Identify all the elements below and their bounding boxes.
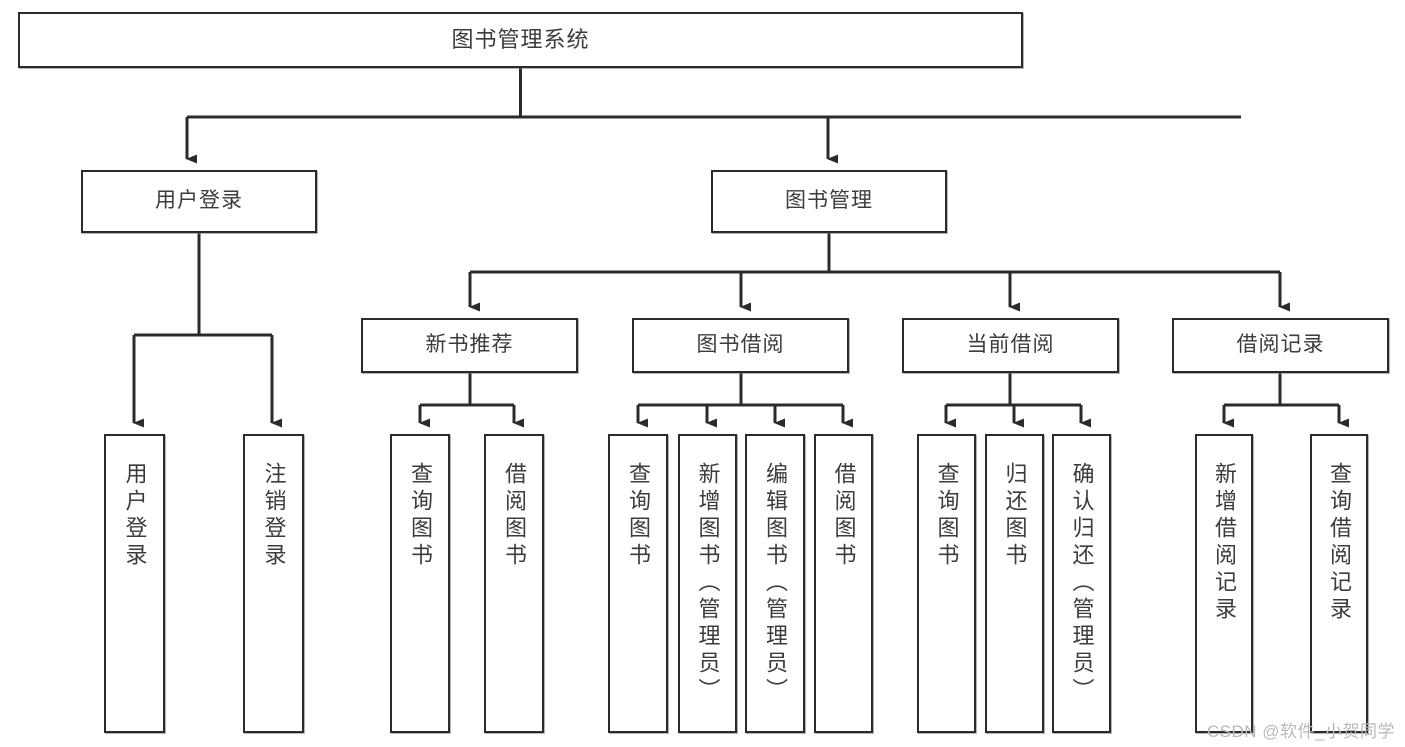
node-new-book-rec-label: 新书推荐 <box>425 333 514 357</box>
node-leaf-add-book-admin[interactable]: 新增图书（管理员） <box>678 434 737 733</box>
node-leaf-logout[interactable]: 注销登录 <box>243 434 304 733</box>
node-root[interactable]: 图书管理系统 <box>18 12 1023 68</box>
node-leaf-query-book-current[interactable]: 查询图书 <box>917 434 976 733</box>
node-leaf-query-book-current-label: 查询图书 <box>934 462 960 570</box>
node-leaf-query-book-rec[interactable]: 查询图书 <box>390 434 450 733</box>
node-leaf-return-book[interactable]: 归还图书 <box>985 434 1044 733</box>
node-leaf-query-book-rec-label: 查询图书 <box>407 462 433 570</box>
node-leaf-query-book-label: 查询图书 <box>625 462 651 570</box>
node-leaf-confirm-return-admin[interactable]: 确认归还（管理员） <box>1052 434 1111 733</box>
node-book-manage-label: 图书管理 <box>785 189 873 213</box>
node-book-manage[interactable]: 图书管理 <box>711 170 947 233</box>
node-current-borrow[interactable]: 当前借阅 <box>902 318 1119 373</box>
node-book-borrow[interactable]: 图书借阅 <box>632 318 849 373</box>
node-leaf-borrow-book-rec[interactable]: 借阅图书 <box>484 434 544 733</box>
node-leaf-user-login-label: 用户登录 <box>122 462 148 570</box>
node-current-borrow-label: 当前借阅 <box>966 333 1055 357</box>
node-leaf-borrow-book-label: 借阅图书 <box>831 462 857 570</box>
node-leaf-logout-label: 注销登录 <box>261 462 287 570</box>
node-user-login-label: 用户登录 <box>155 189 243 213</box>
node-leaf-add-borrow-record[interactable]: 新增借阅记录 <box>1195 434 1253 733</box>
node-leaf-query-borrow-record[interactable]: 查询借阅记录 <box>1310 434 1368 733</box>
node-borrow-record-label: 借阅记录 <box>1236 333 1325 357</box>
node-leaf-borrow-book[interactable]: 借阅图书 <box>814 434 873 733</box>
node-leaf-query-book[interactable]: 查询图书 <box>608 434 668 733</box>
node-borrow-record[interactable]: 借阅记录 <box>1172 318 1389 373</box>
node-leaf-confirm-return-admin-label: 确认归还（管理员） <box>1069 462 1095 705</box>
node-leaf-borrow-book-rec-label: 借阅图书 <box>501 462 527 570</box>
node-leaf-user-login[interactable]: 用户登录 <box>104 434 165 733</box>
watermark: CSDN @软件_小贺同学 <box>1206 722 1395 741</box>
node-leaf-add-borrow-record-label: 新增借阅记录 <box>1211 462 1237 624</box>
node-leaf-return-book-label: 归还图书 <box>1002 462 1028 570</box>
node-leaf-edit-book-admin[interactable]: 编辑图书（管理员） <box>745 434 805 733</box>
node-new-book-rec[interactable]: 新书推荐 <box>361 318 578 373</box>
node-leaf-edit-book-admin-label: 编辑图书（管理员） <box>762 462 788 705</box>
node-user-login[interactable]: 用户登录 <box>81 170 317 233</box>
node-book-borrow-label: 图书借阅 <box>696 333 785 357</box>
node-root-label: 图书管理系统 <box>451 27 590 53</box>
node-leaf-add-book-admin-label: 新增图书（管理员） <box>695 462 721 705</box>
node-leaf-query-borrow-record-label: 查询借阅记录 <box>1326 462 1352 624</box>
